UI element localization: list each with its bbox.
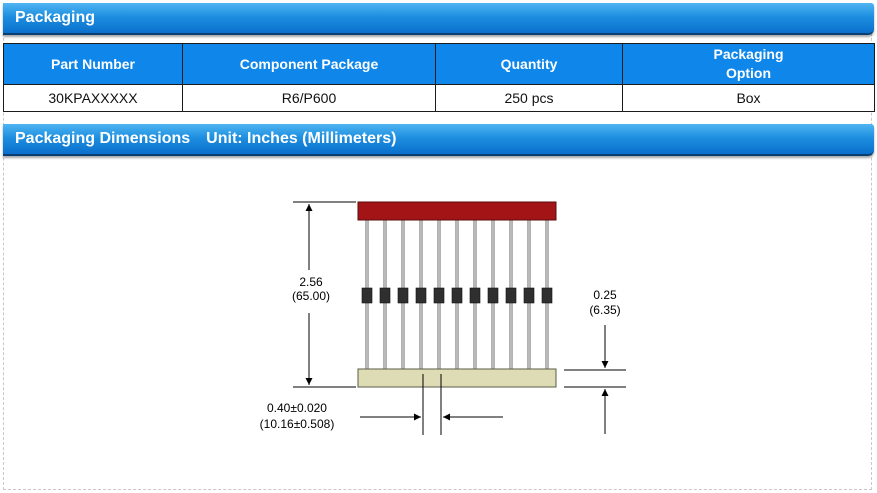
packaging-section-header: Packaging [3,3,874,35]
height-inches-label: 2.56 [299,275,323,289]
bottom-tape-strip [357,368,557,388]
component-body [433,287,445,304]
cell-quantity: 250 pcs [435,84,623,112]
dimensions-section-header: Packaging Dimensions Unit: Inches (Millim… [3,124,874,156]
cell-part-number: 30KPAXXXXX [3,84,183,112]
component-body [361,287,373,304]
component-body [397,287,409,304]
component-body [541,287,553,304]
component-body [451,287,463,304]
header-packaging-option-label: Packaging Option [713,46,784,81]
component-body [469,287,481,304]
height-mm-label: (65.00) [292,289,330,303]
component-body [487,287,499,304]
header-packaging-option: Packaging Option [622,43,875,85]
pitch-inches-label: 0.40±0.020 [267,401,327,415]
dimensions-section-title: Packaging Dimensions [15,130,191,147]
cell-packaging-option: Box [622,84,875,112]
packaging-section-title: Packaging [15,9,96,26]
packaging-table: Part Number Component Package Quantity P… [3,43,875,112]
pitch-mm-label: (10.16±0.508) [260,417,335,431]
component-leads [361,218,553,371]
component-body [415,287,427,304]
component-body [523,287,535,304]
table-row: 30KPAXXXXX R6/P600 250 pcs Box [3,84,875,112]
component-body [379,287,391,304]
cell-component-package: R6/P600 [182,84,436,112]
table-header-row: Part Number Component Package Quantity P… [3,43,875,85]
top-tape-strip [357,201,557,221]
spacing-mm-label: (6.35) [589,303,620,317]
component-body [505,287,517,304]
header-component-package: Component Package [182,43,436,85]
spacing-inches-label: 0.25 [593,288,617,302]
dimensions-unit-label: Unit: Inches (Millimeters) [206,130,397,147]
header-quantity: Quantity [435,43,623,85]
